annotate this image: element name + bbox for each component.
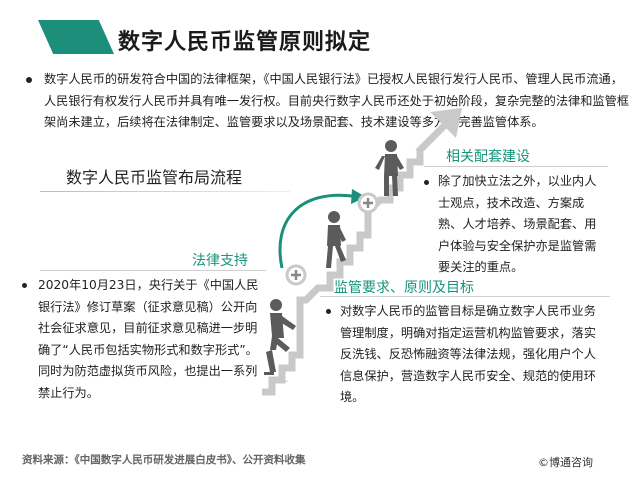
support-construction-text: 除了加快立法之外，以业内人士观点，技术改造、方案成熟、人才培养、场景配套、用户体… bbox=[438, 174, 597, 274]
page-title: 数字人民币监管原则拟定 bbox=[118, 30, 372, 55]
legal-support-bullet bbox=[22, 283, 27, 288]
intro-paragraph: 数字人民币的研发符合中国的法律框架，《中国人民银行法》已授权人民银行发行人民币、… bbox=[44, 72, 629, 129]
standing-person-icon bbox=[375, 140, 404, 196]
copyright: ©博通咨询 bbox=[538, 456, 593, 469]
walking-person-icon bbox=[326, 211, 346, 268]
legal-support-text: 2020年10月23日，央行关于《中国人民银行法》修订草案（征求意见稿）公开向社… bbox=[38, 278, 259, 400]
diagram-subtitle: 数字人民币监管布局流程 bbox=[66, 168, 243, 187]
regulation-divider bbox=[320, 296, 610, 297]
support-construction-bullet bbox=[424, 180, 429, 185]
regulation-bullet bbox=[326, 309, 331, 314]
subtitle-divider bbox=[40, 191, 290, 192]
arrow-up-right-icon bbox=[415, 108, 462, 155]
regulation-text: 对数字人民币的监管目标是确立数字人民币业务管理制度，明确对指定运营机构监管要求，… bbox=[340, 304, 596, 404]
plus-icon bbox=[285, 264, 307, 286]
legal-support-heading: 法律支持 bbox=[192, 253, 248, 269]
support-construction-heading: 相关配套建设 bbox=[446, 149, 530, 165]
plus-icon bbox=[357, 192, 379, 214]
legal-support-divider bbox=[40, 270, 266, 271]
source-note: 资料来源：《中国数字人民币研发进展白皮书》、公开资料收集 bbox=[22, 454, 306, 466]
curved-arrow-icon bbox=[278, 189, 366, 269]
climbing-person-icon bbox=[264, 299, 296, 375]
intro-bullet bbox=[26, 77, 32, 83]
stair-line bbox=[262, 150, 424, 396]
regulation-heading: 监管要求、原则及目标 bbox=[334, 280, 474, 296]
support-construction-divider bbox=[424, 166, 608, 167]
